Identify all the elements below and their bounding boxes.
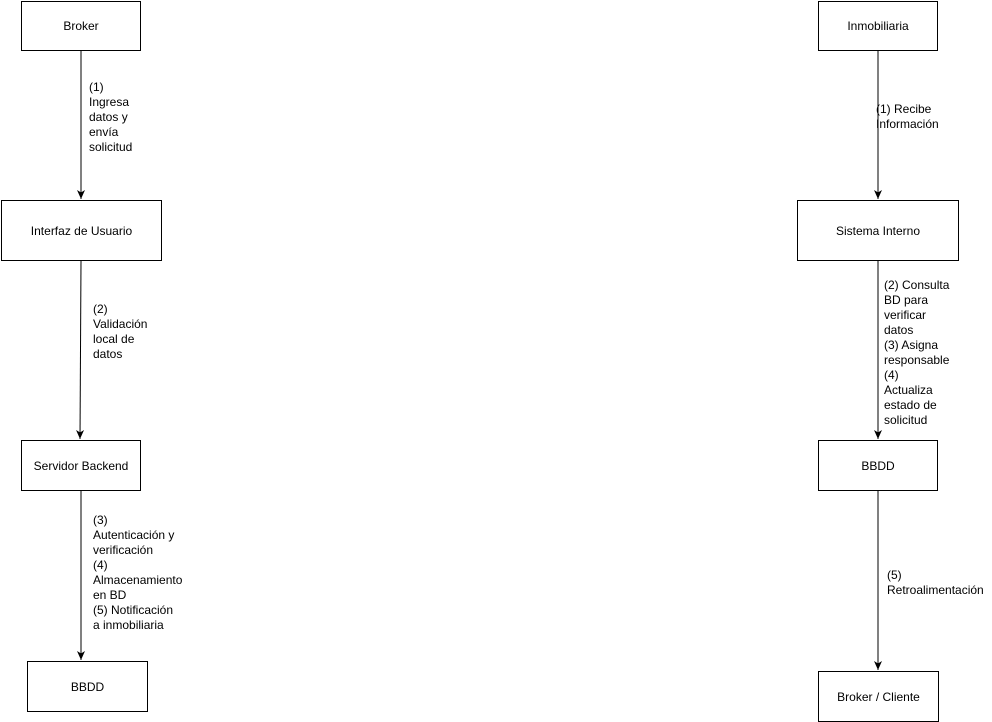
node-broker-label: Broker	[63, 19, 99, 33]
node-bbdd-right[interactable]: BBDD	[818, 440, 938, 491]
arrow-interfaz-to-servidor	[76, 260, 85, 440]
node-interfaz-label: Interfaz de Usuario	[30, 223, 133, 238]
edge-label-step-1-right: (1) Recibe Información	[876, 102, 939, 131]
node-sistema-interno[interactable]: Sistema Interno	[797, 200, 959, 261]
node-interfaz-de-usuario[interactable]: Interfaz de Usuario	[1, 200, 162, 261]
edge-label-step-3-5-left: (3) Autenticación y verificación (4) Alm…	[93, 513, 183, 632]
node-servidor-label: Servidor Backend	[33, 458, 129, 473]
node-bbdd-left[interactable]: BBDD	[27, 661, 148, 712]
node-bbdd-right-label: BBDD	[861, 458, 895, 473]
edge-label-step-2-left: (2) Validación local de datos	[93, 302, 148, 361]
node-broker-cliente-label: Broker / Cliente	[837, 689, 920, 704]
node-servidor-backend[interactable]: Servidor Backend	[21, 440, 141, 491]
edge-label-step-1-left: (1) Ingresa datos y envía solicitud	[89, 80, 133, 154]
node-inmobiliaria-label: Inmobiliaria	[847, 19, 909, 33]
node-inmobiliaria[interactable]: Inmobiliaria	[818, 1, 938, 51]
node-broker[interactable]: Broker	[21, 1, 141, 51]
edge-label-step-2-4-right: (2) Consulta BD para verificar datos (3)…	[884, 278, 950, 427]
node-bbdd-left-label: BBDD	[70, 679, 105, 694]
node-sistema-label: Sistema Interno	[835, 223, 921, 238]
edge-label-step-5-right: (5) Retroalimentación	[887, 568, 984, 597]
node-broker-cliente[interactable]: Broker / Cliente	[818, 671, 939, 722]
